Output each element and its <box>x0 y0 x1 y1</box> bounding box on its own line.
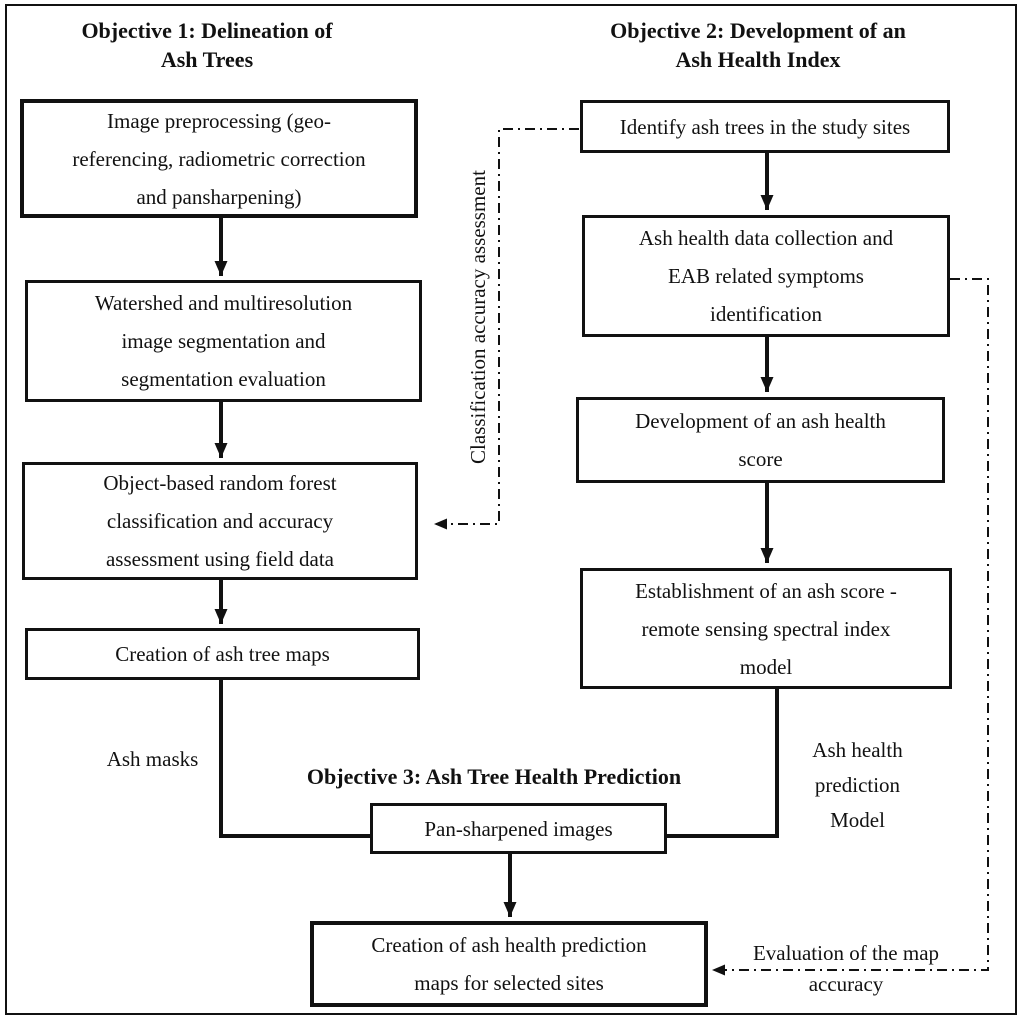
label-ash-health-prediction-model: Ash health prediction Model <box>812 738 903 832</box>
box-identify-ash-trees: Identify ash trees in the study sites <box>580 100 950 153</box>
objective2-title: Objective 2: Development of an Ash Healt… <box>610 18 906 72</box>
box-watershed-segmentation: Watershed and multiresolution image segm… <box>25 280 422 402</box>
elbow-ash-maps-to-pansharpened <box>219 680 370 838</box>
label-ash-masks: Ash masks <box>106 747 199 771</box>
box-image-preprocessing: Image preprocessing (geo- referencing, r… <box>20 99 418 218</box>
box-pansharpened-images: Pan-sharpened images <box>370 803 667 854</box>
box-random-forest-classification: Object-based random forest classificatio… <box>22 462 418 580</box>
box-spectral-index-model: Establishment of an ash score - remote s… <box>580 568 952 689</box>
box-prediction-maps: Creation of ash health prediction maps f… <box>310 921 708 1007</box>
dashdot-map-evaluation-feedback <box>712 278 989 976</box>
label-classification-accuracy-assessment: Classification accuracy assessment <box>466 170 490 464</box>
box-ash-tree-maps: Creation of ash tree maps <box>25 628 420 680</box>
elbow-model-to-pansharpened <box>667 689 779 838</box>
dashdot-classification-accuracy-feedback <box>434 128 579 530</box>
box-ash-health-data-collection: Ash health data collection and EAB relat… <box>582 215 950 337</box>
box-ash-health-score: Development of an ash health score <box>576 397 945 483</box>
label-map-accuracy-evaluation: Evaluation of the map accuracy <box>752 941 940 996</box>
outer-frame <box>5 4 1017 1015</box>
objective1-title: Objective 1: Delineation of Ash Trees <box>81 18 333 72</box>
objective3-title: Objective 3: Ash Tree Health Prediction <box>306 764 682 789</box>
